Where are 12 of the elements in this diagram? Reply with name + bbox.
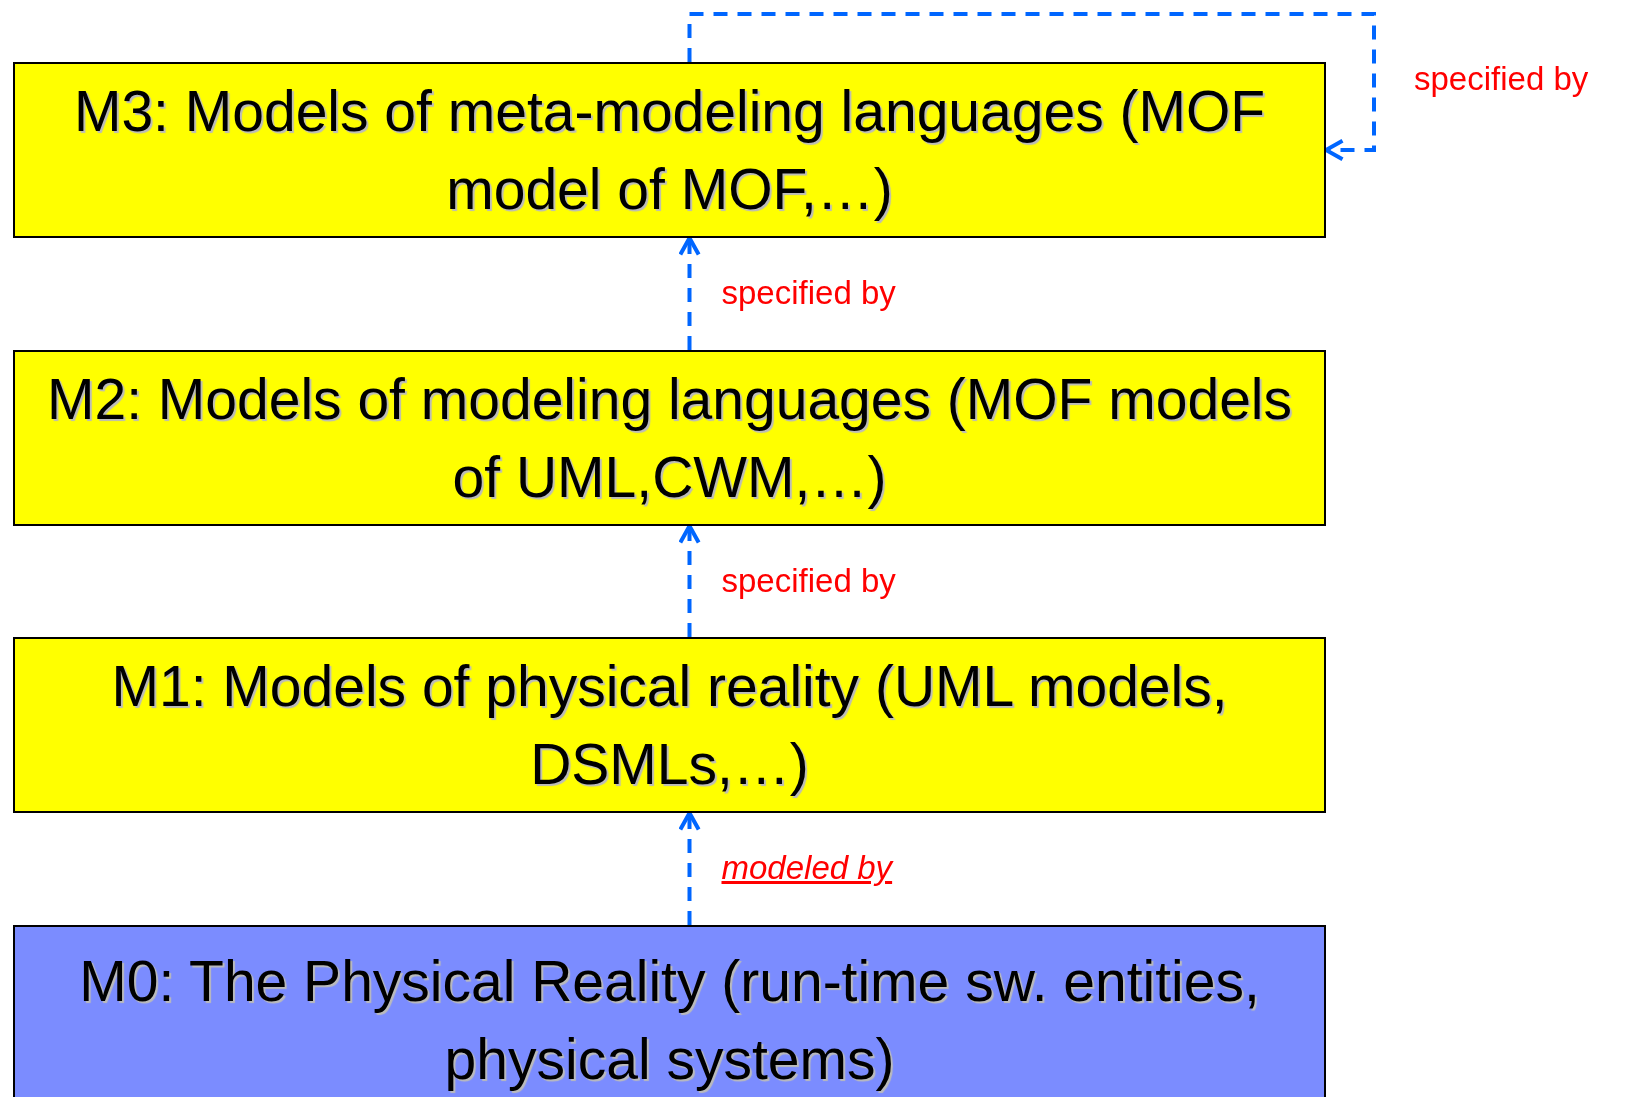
level-box <box>13 925 1326 1097</box>
level-text: M3: Models of meta-modeling languages (MOF model of MOF,…) <box>72 78 1267 223</box>
level-text: M2: Models of modeling languages (MOF models of UML,CWM,…) <box>45 366 1294 511</box>
level-text: M0: The Physical Reality (run-time sw. entities, physical systems) <box>78 948 1261 1093</box>
level-box <box>13 62 1326 238</box>
level-text: M1: Models of physical reality (UML models, DSMLs,…) <box>110 653 1229 798</box>
level-box <box>13 350 1326 526</box>
level-box <box>13 637 1326 813</box>
dashed-arrow <box>678 236 701 350</box>
dashed-arrow <box>687 12 1376 162</box>
dashed-arrow <box>678 524 701 637</box>
dashed-arrow <box>678 811 701 925</box>
